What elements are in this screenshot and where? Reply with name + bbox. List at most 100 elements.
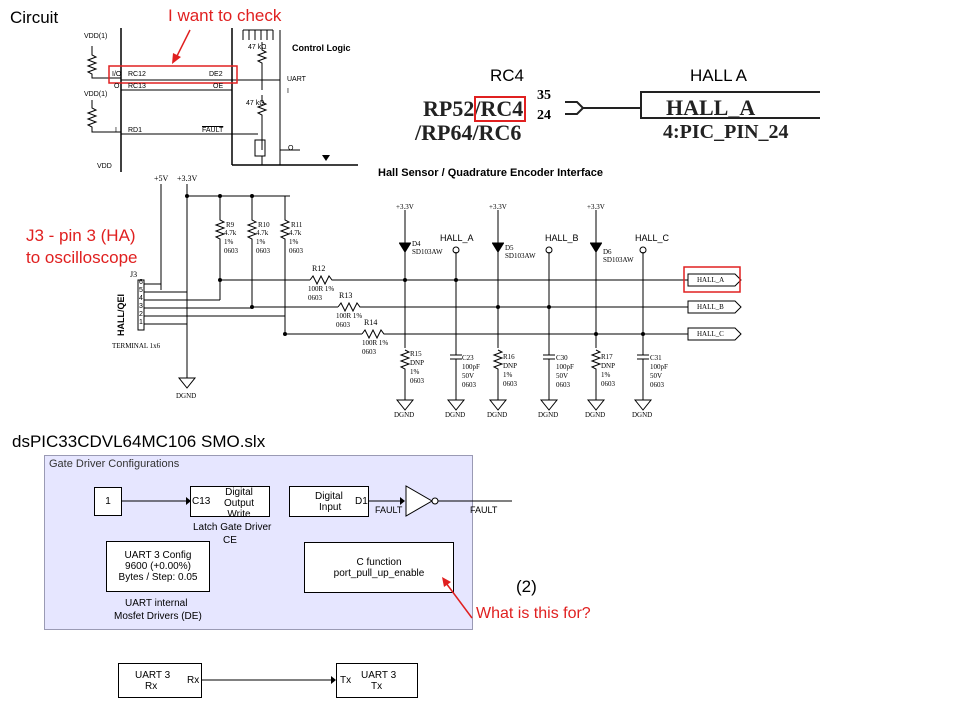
uart-config-line3: Bytes / Step: 0.05: [118, 572, 198, 583]
dgnd-a2: DGND: [445, 411, 466, 419]
fault-in-label: FAULT: [375, 505, 403, 515]
res-47k-1: 47 kΩ: [248, 44, 267, 51]
r15-val: DNP: [410, 359, 425, 367]
dgnd-c1: DGND: [585, 411, 606, 419]
zoom-hall-text: HALL_A: [666, 95, 756, 120]
c30-v: 50V: [556, 372, 569, 380]
c23-v: 50V: [462, 372, 475, 380]
digital-input-block[interactable]: Digital Input: [289, 486, 369, 517]
r17-tol: 1%: [601, 371, 611, 379]
rc4-highlight: [474, 96, 526, 122]
uart-config-line1: UART 3 Config: [124, 550, 192, 561]
digital-output-caption1: Latch Gate Driver: [193, 522, 272, 533]
zoom-pin-text: RP52/RC4: [423, 96, 524, 121]
test-hall-b: HALL_B: [545, 233, 579, 243]
r15-tol: 1%: [410, 368, 420, 376]
digital-input-line2: Input: [319, 502, 342, 513]
c30-val: 100pF: [556, 363, 574, 371]
zoom-hall-text-2: 4:PIC_PIN_24: [663, 121, 789, 143]
pin-rd1: RD1: [128, 127, 143, 134]
zoom-pin-num: 35: [537, 88, 551, 103]
r16-name: R16: [503, 353, 515, 361]
r11-val: 4.7k: [289, 229, 302, 237]
digital-input-port: D1: [355, 496, 368, 507]
c30-pkg: 0603: [556, 381, 570, 389]
uart-rx-line1: UART 3: [135, 670, 171, 681]
supply-c: +3.3V: [587, 203, 605, 211]
number-label: (2): [516, 577, 537, 596]
digital-output-block[interactable]: Digital Output Write: [190, 486, 270, 520]
r10-tol: 1%: [256, 238, 266, 246]
constant-block[interactable]: 1: [94, 487, 122, 516]
uart-config-line2: 9600 (+0.00%): [125, 561, 191, 572]
constant-value: 1: [105, 496, 111, 507]
pin-6: 6: [139, 279, 143, 286]
dgnd-b1: DGND: [487, 411, 508, 419]
uart-tx-port: Tx: [340, 675, 352, 686]
c23-pkg: 0603: [462, 381, 476, 389]
d4-part: SD103AW: [412, 248, 443, 256]
r11-name: R11: [291, 221, 303, 229]
r9-pkg: 0603: [224, 247, 238, 255]
panel-title: Gate Driver Configurations: [49, 458, 180, 470]
r13-pkg: 0603: [336, 321, 350, 329]
dgnd-b2: DGND: [538, 411, 559, 419]
fault-out-label: FAULT: [470, 505, 498, 515]
control-logic-label: Control Logic: [292, 43, 351, 53]
digital-output-line3: Write: [227, 509, 251, 520]
vdd-label-2: VDD(1): [84, 91, 108, 98]
d4-name: D4: [412, 240, 421, 248]
uart-config-caption1: UART internal: [125, 598, 188, 609]
pin-de2: DE2: [209, 71, 223, 78]
net-hall-c: HALL_C: [697, 330, 724, 338]
r10-name: R10: [258, 221, 270, 229]
c31-val: 100pF: [650, 363, 668, 371]
digital-output-caption2: CE: [223, 535, 237, 546]
zoom-pin-num-2: 24: [537, 108, 551, 123]
r14-name: R14: [364, 318, 378, 327]
pin-4: 4: [139, 295, 143, 302]
c-function-block[interactable]: C function port_pull_up_enable: [304, 542, 454, 593]
uart-tx-block[interactable]: UART 3 Tx: [336, 663, 418, 698]
c31-name: C31: [650, 354, 662, 362]
r15-name: R15: [410, 350, 422, 358]
c23-val: 100pF: [462, 363, 480, 371]
pin-5: 5: [139, 287, 143, 294]
r17-val: DNP: [601, 362, 616, 370]
uart-tx-line2: Tx: [371, 681, 383, 692]
uart-tx-line1: UART 3: [361, 670, 397, 681]
d6-name: D6: [603, 248, 612, 256]
pin-rc12: RC12: [128, 71, 146, 78]
zoom-lines: [565, 101, 640, 115]
r17-pkg: 0603: [601, 380, 615, 388]
r16-tol: 1%: [503, 371, 513, 379]
model-title: dsPIC33CDVL64MC106 SMO.slx: [12, 432, 266, 451]
r14-pkg: 0603: [362, 348, 376, 356]
d6-part: SD103AW: [603, 256, 634, 264]
net-hall-a: HALL_A: [697, 276, 725, 284]
uart-rx-port: Rx: [187, 675, 200, 686]
c23-name: C23: [462, 354, 474, 362]
uart-rx-block[interactable]: UART 3 Rx: [118, 663, 202, 698]
r12-name: R12: [312, 264, 326, 273]
connector-type: TERMINAL 1x6: [112, 342, 161, 350]
test-hall-c: HALL_C: [635, 233, 670, 243]
c31-pkg: 0603: [650, 381, 664, 389]
pin-2: 2: [139, 311, 143, 318]
uart-label: UART: [287, 76, 306, 83]
uart-config-block[interactable]: UART 3 Config 9600 (+0.00%) Bytes / Step…: [106, 541, 210, 592]
r9-name: R9: [226, 221, 235, 229]
c-function-line2: port_pull_up_enable: [333, 568, 425, 579]
uart-rx-line2: Rx: [145, 681, 158, 692]
d5-part: SD103AW: [505, 252, 536, 260]
c30-name: C30: [556, 354, 568, 362]
v5-label: +5V: [154, 174, 169, 183]
c-function-line1: C function: [356, 557, 402, 568]
test-hall-a: HALL_A: [440, 233, 474, 243]
check-note: I want to check: [168, 6, 282, 25]
net-hall-b: HALL_B: [697, 303, 724, 311]
hall-title: Hall Sensor / Quadrature Encoder Interfa…: [378, 167, 603, 179]
